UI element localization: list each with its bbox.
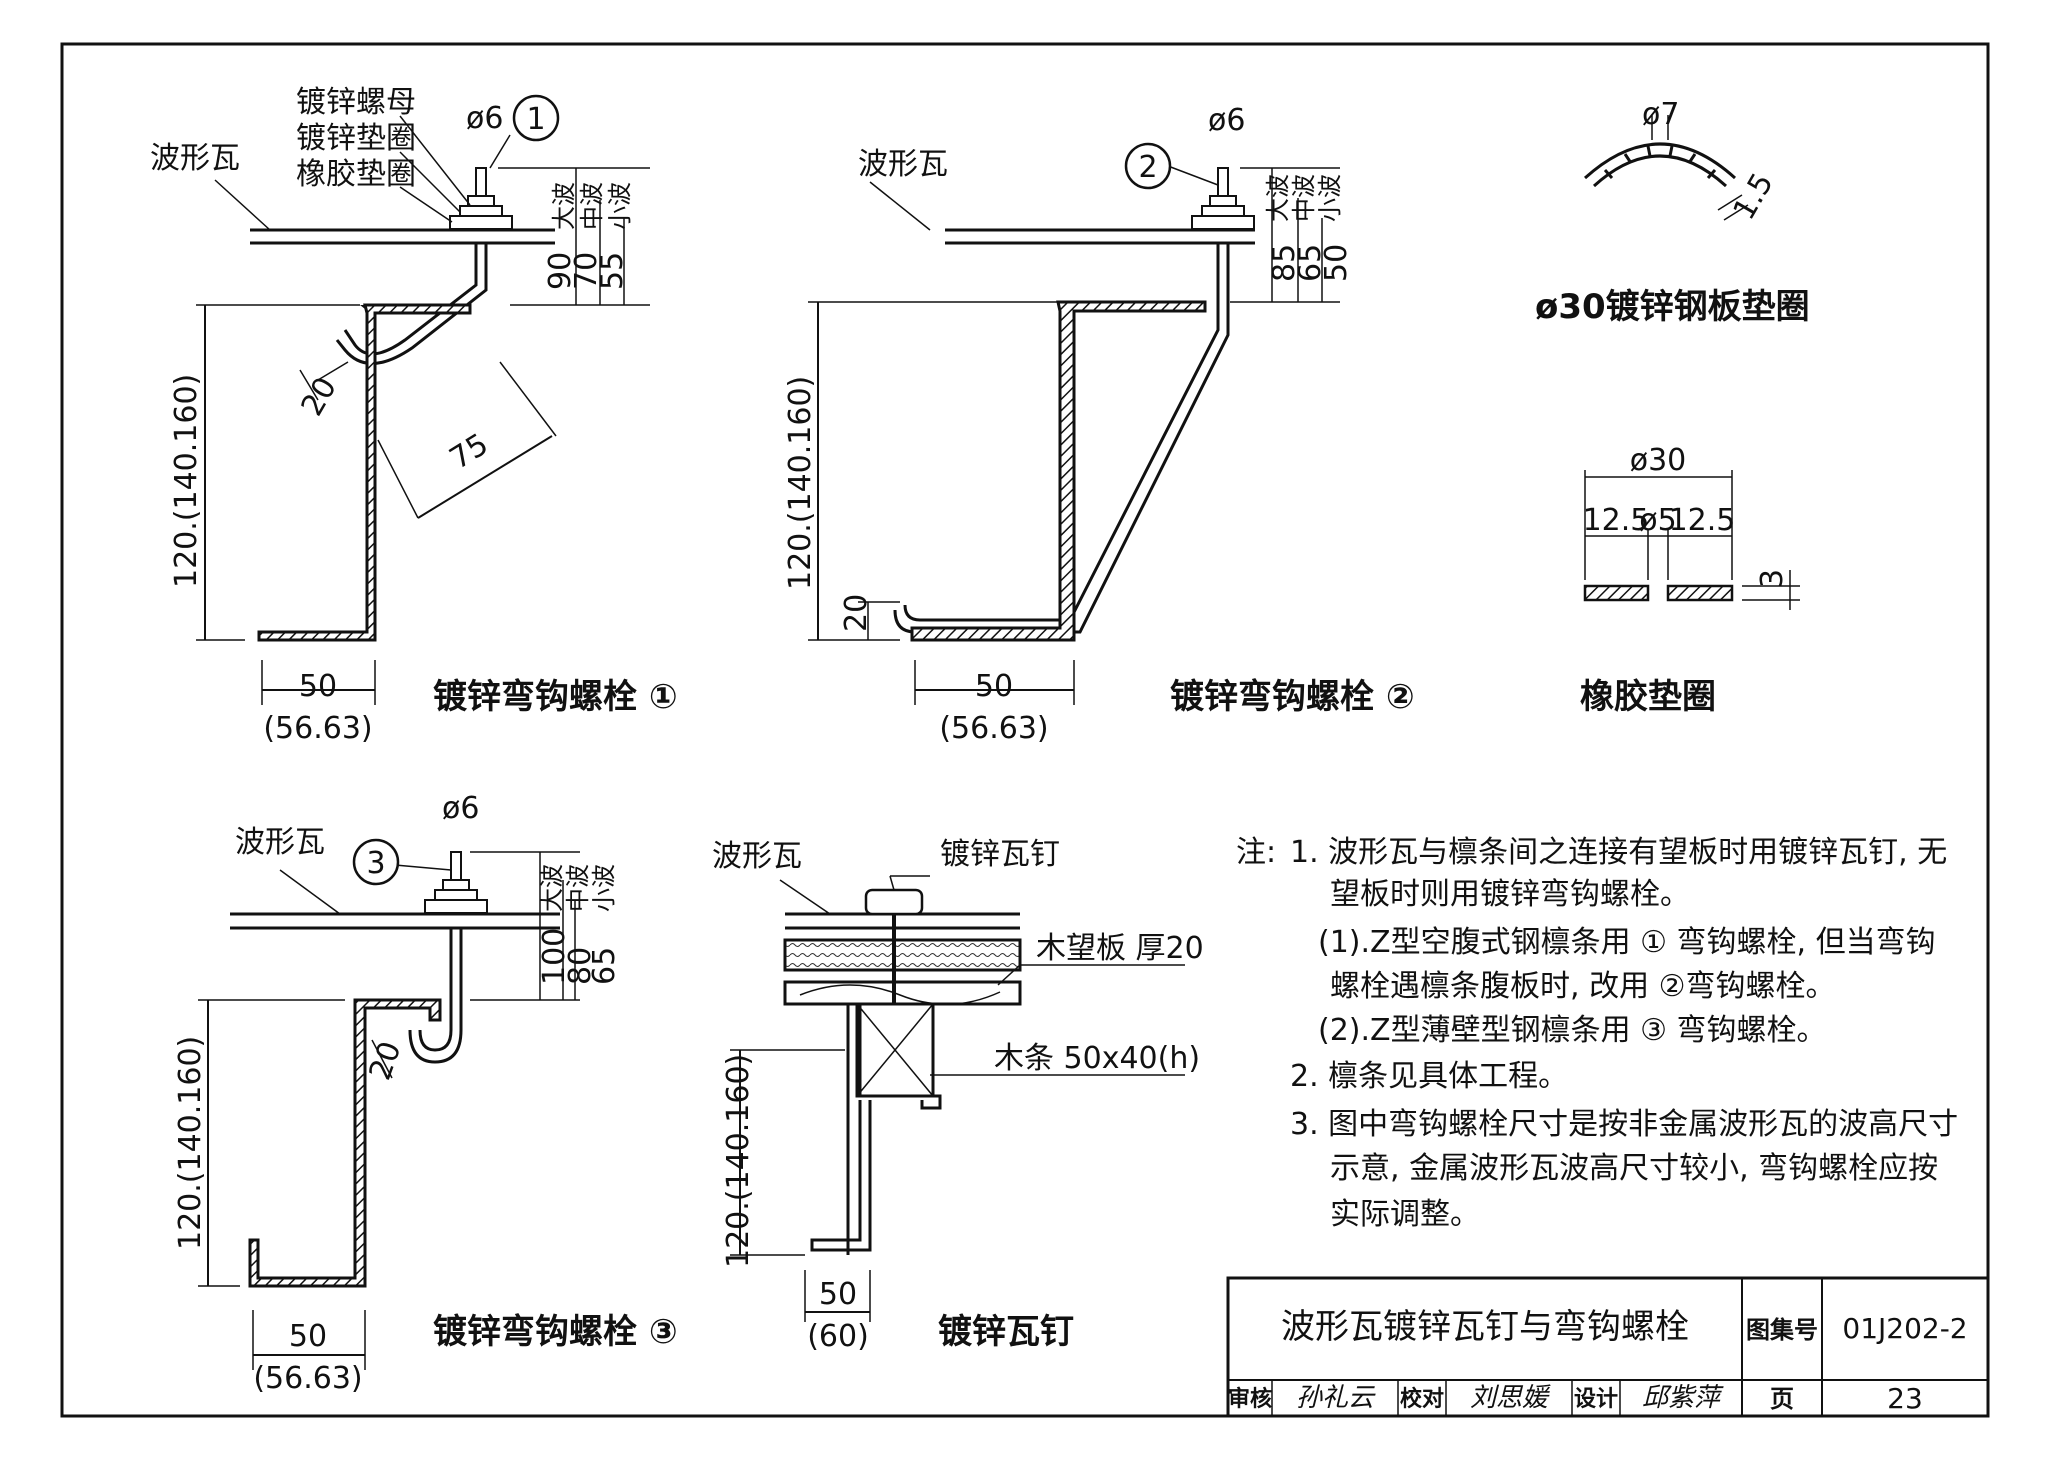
bolt1-height-90: 90 — [543, 252, 578, 290]
bolt3-height-80: 80 — [563, 947, 598, 985]
bolt2-hook: 20 — [839, 594, 874, 632]
bolt1-title: 镀锌弯钩螺栓 ① — [433, 677, 678, 717]
bolt3-detail — [198, 838, 580, 1370]
rubber-part-hole: ø5 — [1639, 503, 1676, 538]
notes-line-3: (1).Z型空腹式钢檩条用 ① 弯钩螺栓, 但当弯钩 — [1318, 925, 1936, 960]
notes-line-7: 3. 图中弯钩螺栓尺寸是按非金属波形瓦的波高尺寸 — [1290, 1107, 1958, 1142]
bolt3-height-65: 65 — [587, 947, 622, 985]
sheet-border — [60, 42, 1990, 1418]
bolt3-wave-small: 小波 — [590, 864, 618, 912]
bolt2-wave-large: 大波 — [1264, 174, 1292, 222]
bolt3-marker-circle — [352, 838, 400, 886]
washer-title: ø30镀锌钢板垫圈 — [1535, 287, 1810, 327]
bolt1-purlin-height: 120.(140.160) — [169, 374, 204, 588]
bolt2-height-65: 65 — [1293, 244, 1328, 282]
bolt3-marker: 3 — [366, 846, 385, 881]
titleblock-designer: 邱紫萍 — [1642, 1383, 1724, 1413]
titleblock-atlas-no: 01J202-2 — [1842, 1312, 1967, 1345]
titleblock-title: 波形瓦镀锌瓦钉与弯钩螺栓 — [1281, 1307, 1689, 1347]
nail-tile-label: 波形瓦 — [712, 839, 802, 874]
bolt1-washer-label: 镀锌垫圈 — [296, 121, 416, 156]
bolt3-purlin-height: 120.(140.160) — [173, 1036, 208, 1250]
titleblock-check-label: 校对 — [1400, 1386, 1444, 1412]
bolt3-tile-label: 波形瓦 — [235, 825, 325, 860]
nail-width: 50 — [819, 1277, 857, 1312]
titleblock-page-label: 页 — [1770, 1385, 1794, 1413]
bolt3-width: 50 — [289, 1319, 327, 1354]
bolt3-width-alt: (56.63) — [253, 1361, 362, 1396]
bolt1-marker: 1 — [526, 102, 545, 137]
bolt1-wave-large: 大波 — [550, 182, 578, 230]
notes-line-5: (2).Z型薄壁型钢檩条用 ③ 弯钩螺栓。 — [1318, 1013, 1827, 1048]
bolt1-marker-circle — [512, 94, 560, 142]
nail-width-alt: (60) — [807, 1319, 869, 1354]
titleblock-review-label: 审核 — [1228, 1386, 1272, 1412]
bolt2-height-85: 85 — [1267, 244, 1302, 282]
bolt1-height-55: 55 — [595, 252, 630, 290]
rubber-title: 橡胶垫圈 — [1580, 677, 1716, 717]
bolt1-wave-small: 小波 — [606, 182, 634, 230]
bolt1-width: 50 — [299, 669, 337, 704]
bolt2-detail — [808, 142, 1340, 705]
bolt2-marker: 2 — [1138, 150, 1157, 185]
nail-nail-label: 镀锌瓦钉 — [940, 837, 1060, 872]
nail-detail — [730, 875, 1185, 1322]
washer-diameter: ø7 — [1642, 97, 1679, 132]
nail-board-label: 木望板 厚20 — [1036, 931, 1204, 966]
bolt1-rubber-label: 橡胶垫圈 — [296, 157, 416, 192]
bolt3-height-100: 100 — [537, 928, 572, 985]
rubber-washer-detail — [1583, 470, 1800, 610]
bolt2-title: 镀锌弯钩螺栓 ② — [1170, 677, 1415, 717]
nail-purlin-height: 120.(140.160) — [721, 1054, 756, 1268]
bolt3-hook: 20 — [363, 1037, 409, 1085]
bolt2-wave-medium: 中波 — [1290, 174, 1318, 222]
nail-title: 镀锌瓦钉 — [938, 1312, 1074, 1352]
rubber-part-left: 12.5 — [1583, 503, 1650, 538]
title-block — [1226, 1276, 1990, 1418]
nail-strip-label: 木条 50x40(h) — [994, 1041, 1200, 1076]
bolt3-wave-large: 大波 — [538, 864, 566, 912]
notes-line-2: 望板时则用镀锌弯钩螺栓。 — [1330, 877, 1690, 912]
bolt3-diameter: ø6 — [442, 791, 479, 826]
bolt1-hook: 20 — [295, 371, 344, 422]
bolt1-tile-label: 波形瓦 — [150, 141, 240, 176]
notes-prefix: 注: — [1236, 835, 1276, 870]
bolt2-width: 50 — [975, 669, 1013, 704]
bolt1-width-alt: (56.63) — [263, 711, 372, 746]
steel-washer-detail — [1583, 115, 1749, 221]
notes-line-9: 实际调整。 — [1330, 1197, 1480, 1232]
rubber-outer: ø30 — [1630, 443, 1687, 478]
bolt1-detail — [196, 94, 650, 705]
notes-line-1: 1. 波形瓦与檩条间之连接有望板时用镀锌瓦钉, 无 — [1290, 835, 1947, 870]
bolt1-offset: 75 — [444, 427, 495, 477]
bolt2-height-50: 50 — [1319, 244, 1354, 282]
bolt2-purlin-height: 120.(140.160) — [783, 376, 818, 590]
bolt2-width-alt: (56.63) — [939, 711, 1048, 746]
bolt1-height-70: 70 — [569, 252, 604, 290]
titleblock-atlas-label: 图集号 — [1746, 1316, 1818, 1344]
bolt2-diameter: ø6 — [1208, 103, 1245, 138]
bolt1-wave-medium: 中波 — [578, 182, 606, 230]
notes-line-8: 示意, 金属波形瓦波高尺寸较小, 弯钩螺栓应按 — [1330, 1151, 1938, 1186]
bolt1-nut-label: 镀锌螺母 — [296, 85, 416, 120]
titleblock-page-no: 23 — [1887, 1382, 1923, 1415]
titleblock-design-label: 设计 — [1574, 1387, 1618, 1412]
bolt2-wave-small: 小波 — [1316, 174, 1344, 222]
bolt3-wave-medium: 中波 — [564, 864, 592, 912]
bolt2-tile-label: 波形瓦 — [858, 147, 948, 182]
titleblock-reviewer: 孙礼云 — [1296, 1383, 1376, 1413]
notes-line-6: 2. 檩条见具体工程。 — [1290, 1059, 1568, 1094]
bolt2-marker-circle — [1124, 142, 1172, 190]
titleblock-checker: 刘思媛 — [1470, 1383, 1551, 1413]
bolt3-title: 镀锌弯钩螺栓 ③ — [433, 1312, 678, 1352]
bolt1-diameter: ø6 — [466, 101, 503, 136]
notes-line-4: 螺栓遇檩条腹板时, 改用 ②弯钩螺栓。 — [1330, 969, 1836, 1004]
rubber-thickness: 3 — [1755, 569, 1790, 588]
rubber-part-right: 12.5 — [1669, 503, 1736, 538]
